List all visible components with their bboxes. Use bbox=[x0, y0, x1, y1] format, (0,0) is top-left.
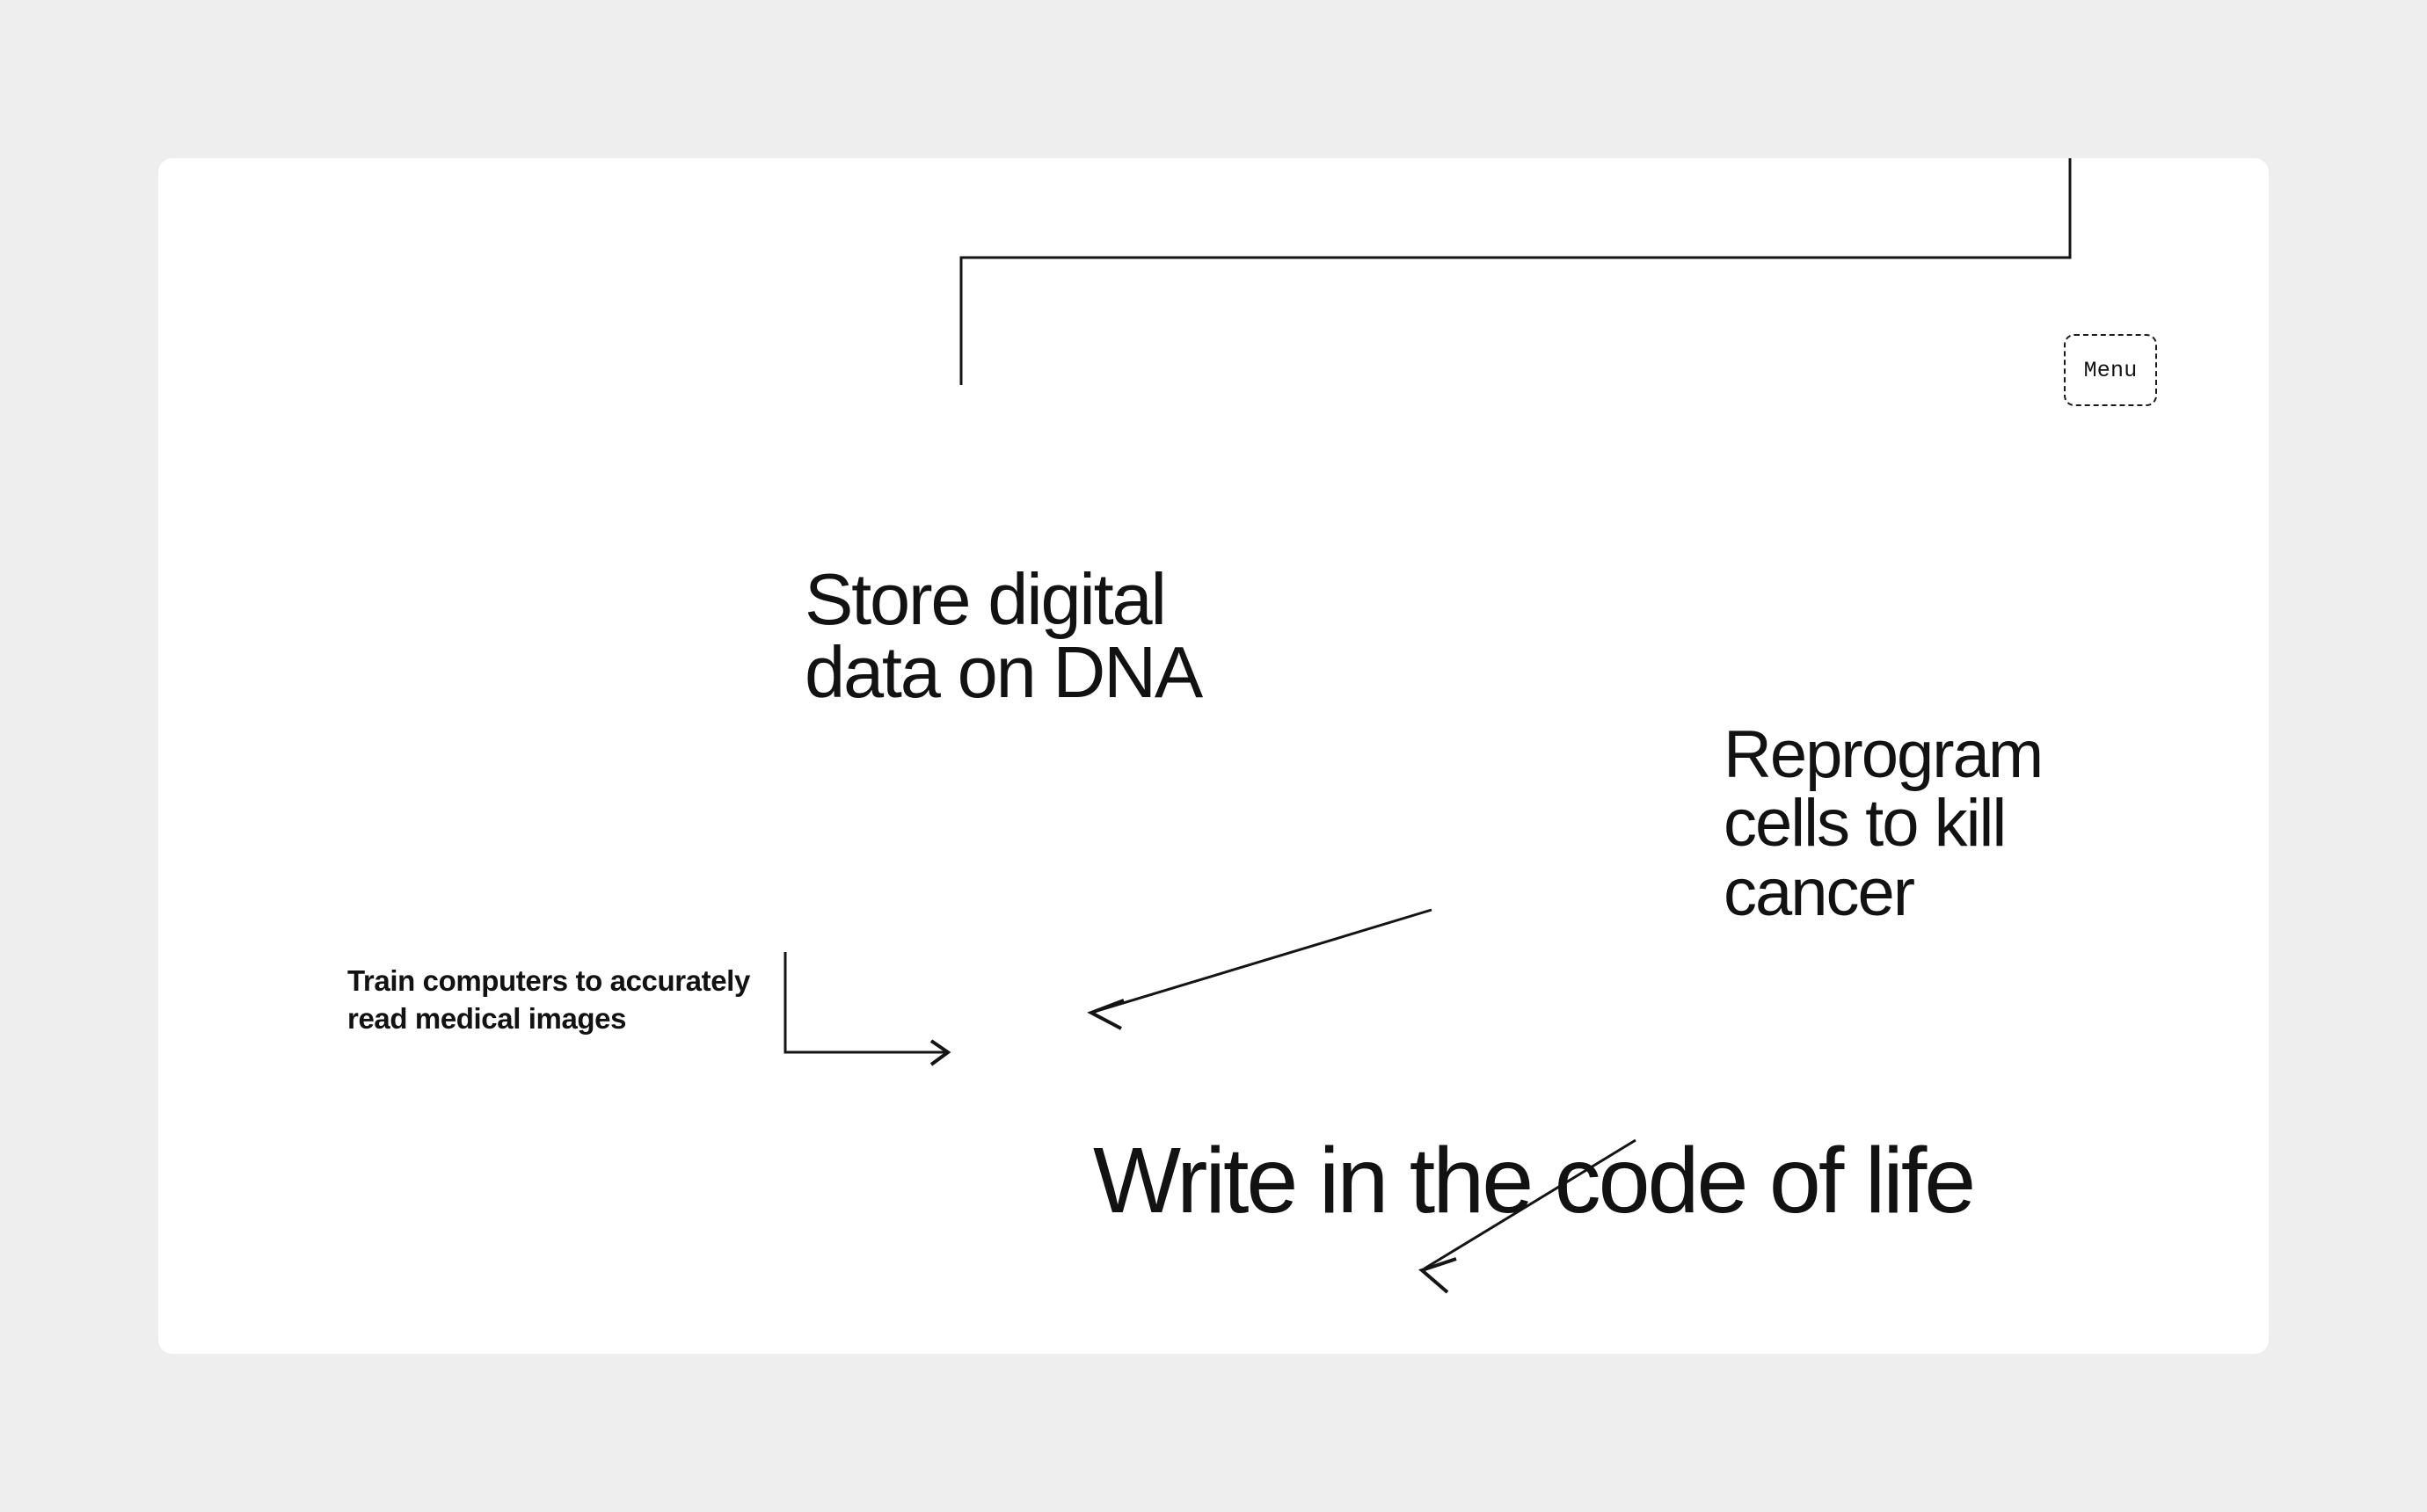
menu-button[interactable]: Menu bbox=[2064, 334, 2157, 406]
arrowhead-below-headline bbox=[1422, 1259, 1456, 1292]
phrase-reprogram-cells-to-kill-cancer[interactable]: Reprogram cells to kill cancer bbox=[1724, 717, 2044, 930]
phrase-write-in-the-code-of-life[interactable]: Write in the code of life bbox=[1093, 1129, 1976, 1232]
phrase-train-computers-read-medical-images[interactable]: Train computers to accurately read medic… bbox=[347, 964, 750, 1035]
arrowhead-to-train-computers bbox=[1091, 1000, 1124, 1029]
elbow-arrow-to-headline bbox=[785, 952, 945, 1052]
phrase-store-digital-data-on-dna[interactable]: Store digital data on DNA bbox=[805, 558, 1203, 713]
arrow-line-to-train-computers bbox=[1091, 910, 1432, 1013]
arrowhead-to-headline bbox=[931, 1041, 948, 1065]
elbow-connector-top bbox=[961, 158, 2070, 385]
content-card: Menu Store digital data on DNA Reprogram… bbox=[158, 158, 2269, 1354]
